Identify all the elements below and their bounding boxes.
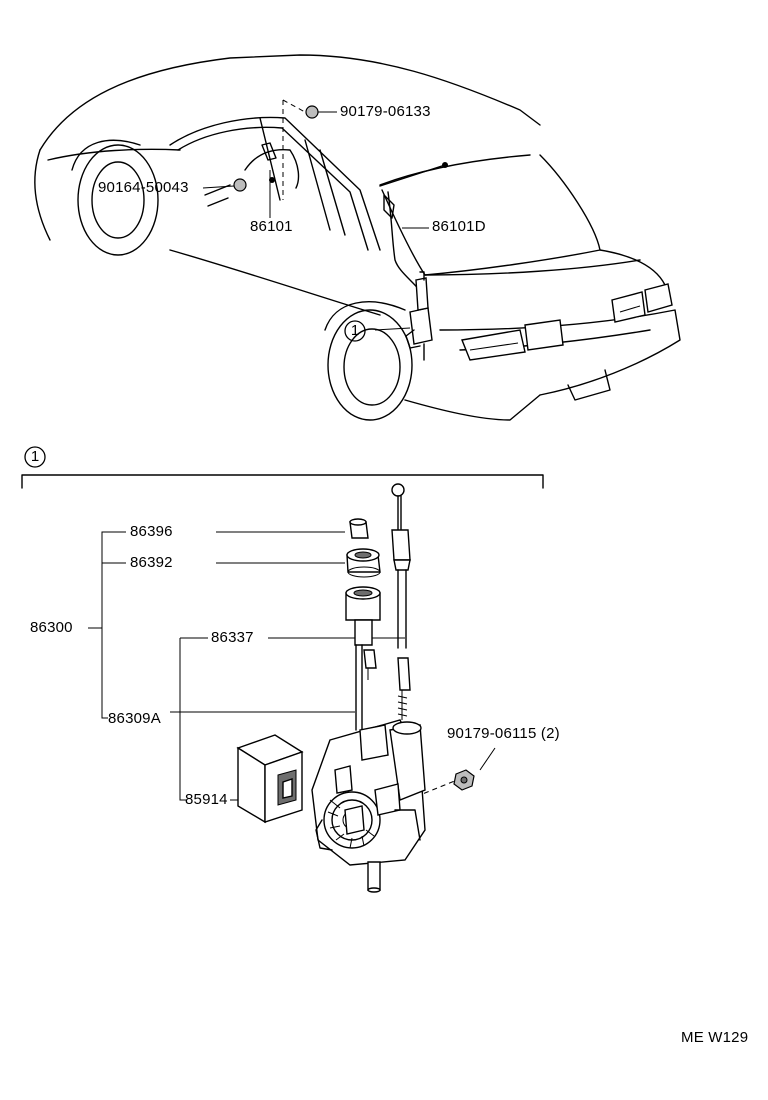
detail-leader-lines: [216, 531, 496, 801]
callout-marker-car: 1: [344, 320, 366, 342]
label-86101: 86101: [250, 218, 293, 235]
label-86101D: 86101D: [432, 218, 486, 235]
label-86337: 86337: [211, 629, 254, 646]
label-86309A: 86309A: [108, 710, 161, 727]
part-antenna-mast: [391, 483, 411, 720]
part-90179-06115-nut: [453, 769, 475, 791]
label-86300: 86300: [30, 619, 73, 636]
label-86396: 86396: [130, 523, 173, 540]
detail-frame: [21, 474, 544, 489]
label-90164-50043: 90164-50043: [98, 179, 189, 196]
callout-marker-label: 1: [30, 448, 40, 465]
part-85914-relay: [236, 734, 304, 824]
group-brackets: [88, 531, 405, 801]
car-leader-lines: [202, 111, 429, 331]
callout-marker-detail: 1: [24, 446, 46, 468]
label-86392: 86392: [130, 554, 173, 571]
part-86309A-motor: [311, 719, 426, 893]
part-86392-grommet: [346, 548, 381, 578]
part-86337-tube: [345, 586, 381, 731]
label-85914: 85914: [185, 791, 228, 808]
part-86396-collar: [349, 518, 369, 539]
car-antenna-installation: [204, 99, 448, 361]
callout-marker-label: 1: [350, 322, 360, 339]
label-90179-06133: 90179-06133: [340, 103, 431, 120]
drawing-code: ME W129: [681, 1029, 749, 1046]
car-illustration: [34, 54, 681, 421]
label-90179-06115: 90179-06115 (2): [447, 725, 560, 742]
